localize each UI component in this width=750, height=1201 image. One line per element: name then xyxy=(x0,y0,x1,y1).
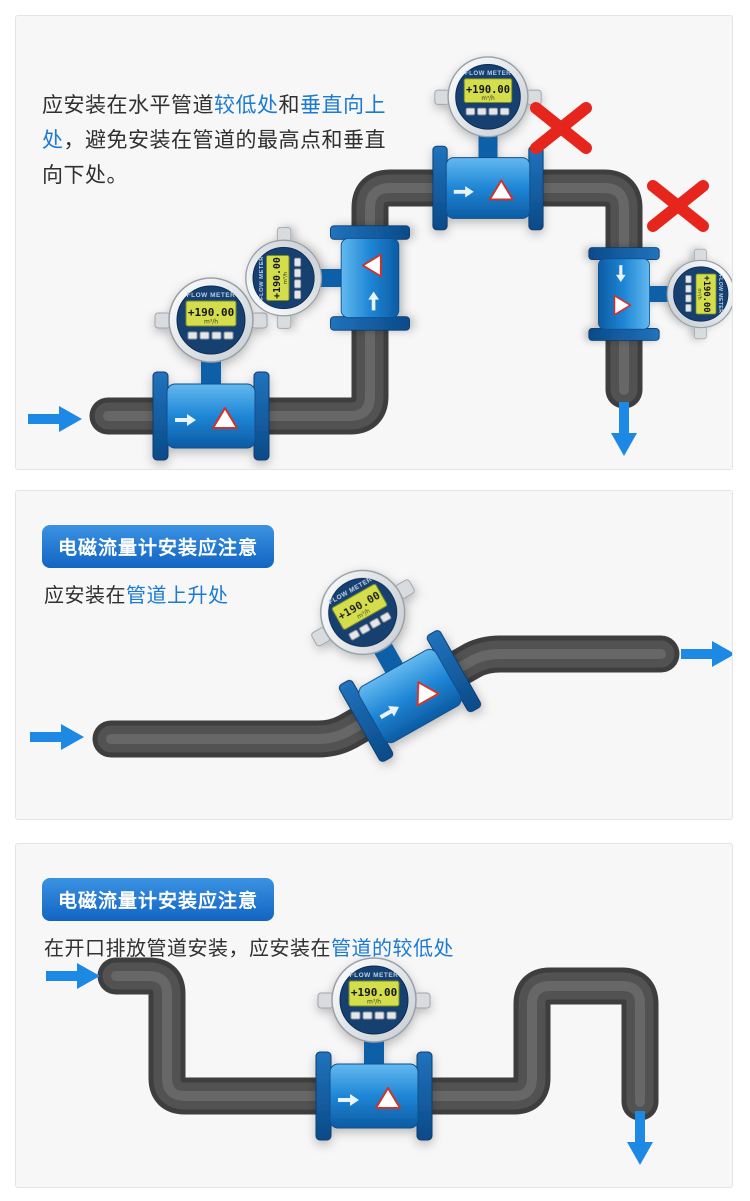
panel-open-discharge-rule: 电磁流量计安装应注意 在开口排放管道安装，应安装在管道的较低处 xyxy=(15,843,733,1188)
flow-meter-wrong-high-point xyxy=(431,55,545,231)
panel-rising-pipe-rule: 电磁流量计安装应注意 应安装在管道上升处 xyxy=(15,490,733,820)
flow-meter-at-low-point xyxy=(315,957,433,1141)
red-x-icon xyxy=(536,108,586,148)
pipe-diagram-1 xyxy=(28,55,732,461)
instruction-text: 应安装在管道上升处 xyxy=(44,579,229,608)
instruction-text-highlight: 管道的较低处 xyxy=(331,938,454,960)
instruction-text-highlight: 管道上升处 xyxy=(126,585,229,607)
flow-arrow-down-icon xyxy=(627,1111,653,1165)
pipe xyxy=(97,957,659,1121)
red-x-icon xyxy=(653,186,703,226)
instruction-text-segment: 和 xyxy=(278,94,300,117)
flow-arrow-down-icon xyxy=(611,402,637,456)
instruction-text-highlight: 垂直向上处 xyxy=(42,94,386,152)
instruction-text-segment: 应安装在水平管道 xyxy=(42,94,214,117)
flow-arrow-right-icon xyxy=(28,406,82,432)
flow-arrow-right-icon xyxy=(46,963,100,989)
flow-meter-wrong-vertical-down xyxy=(587,246,732,342)
pipe-diagram-3 xyxy=(46,957,659,1165)
section-badge: 电磁流量计安装应注意 xyxy=(42,525,275,568)
flow-arrow-right-icon xyxy=(681,641,732,667)
flow-meter-correct-vertical-up xyxy=(244,224,411,332)
instruction-text-segment: 在开口排放管道安装，应安装在 xyxy=(44,938,331,960)
flow-meter-correct-low-point xyxy=(152,277,270,461)
flow-arrow-right-icon xyxy=(30,724,84,750)
section-badge: 电磁流量计安装应注意 xyxy=(42,878,275,921)
instruction-text: 应安装在水平管道较低处和垂直向上处，避免安装在管道的最高点和垂直向下处。 xyxy=(42,88,386,193)
instruction-text-segment: ，避免安装在管道的最高点和垂直向下处。 xyxy=(42,129,386,187)
instruction-text-highlight: 较低处 xyxy=(214,94,279,117)
panel-horizontal-pipe-rules: 应安装在水平管道较低处和垂直向上处，避免安装在管道的最高点和垂直向下处。 xyxy=(15,15,733,470)
pipe xyxy=(89,169,643,435)
instruction-text-segment: 应安装在 xyxy=(44,585,126,607)
instruction-text: 在开口排放管道安装，应安装在管道的较低处 xyxy=(44,932,454,961)
pipe-diagram-2 xyxy=(30,546,732,764)
